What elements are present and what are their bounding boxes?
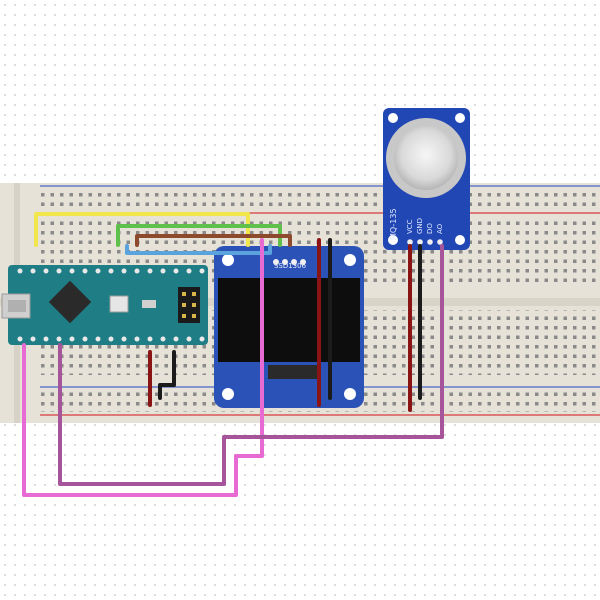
sensor-model-label: MQ-135 (389, 208, 398, 240)
oled-mount-hole-tl (222, 254, 234, 266)
arduino-pins-top (17, 268, 205, 274)
oled-mount-hole-bl (222, 388, 234, 400)
oled-screen (218, 278, 360, 362)
oled-mount-hole-br (344, 388, 356, 400)
sensor-pin-label-vcc: VCC (406, 219, 414, 234)
oled-display: SSD1306 (214, 246, 364, 408)
arduino-board (8, 265, 208, 345)
oled-header-label: SSD1306 (274, 262, 307, 270)
sensor-pin-label-ao: AO (436, 223, 444, 234)
sensor-mount-hole-bl (388, 235, 398, 245)
top-power-rail (40, 188, 600, 210)
wire-lightblue (125, 244, 272, 255)
sensor-pin-label-do: DO (426, 223, 434, 234)
crystal-oscillator (109, 295, 129, 313)
sensor-pins (407, 239, 443, 245)
mq135-sensor: MQ-135 VCC GND DO AO (383, 108, 470, 250)
sensor-mount-hole-tl (388, 113, 398, 123)
sensor-mount-hole-br (455, 235, 465, 245)
oled-pins (273, 259, 306, 265)
oled-mount-hole-tr (344, 254, 356, 266)
oled-ribbon (268, 365, 318, 379)
microcontroller-chip (48, 280, 92, 324)
sensor-pin-label-gnd: GND (416, 218, 424, 234)
sensor-mount-hole-tr (455, 113, 465, 123)
reset-button (142, 300, 156, 308)
icsp-header (178, 287, 200, 323)
wire-arduino-gnd (158, 350, 176, 400)
wire-yellow (34, 212, 250, 247)
wire-magenta (22, 238, 264, 497)
arduino-nano (1, 265, 208, 345)
arduino-pins-bottom (17, 336, 205, 342)
wire-purple (58, 244, 444, 486)
icsp-pins (182, 292, 196, 318)
sensor-dome (394, 126, 458, 190)
wire-brown-top (135, 234, 292, 247)
usb-port-inner (8, 300, 26, 312)
